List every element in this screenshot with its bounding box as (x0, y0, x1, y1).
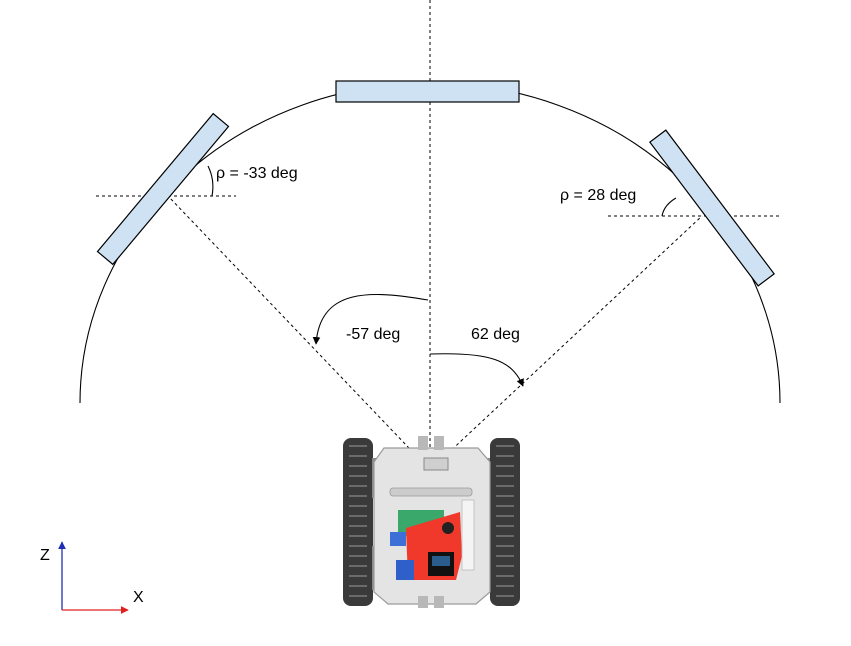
robot-illustration (343, 436, 520, 608)
rho-right-label: ρ = 28 deg (560, 187, 636, 204)
ray-to-right-panel (429, 215, 703, 471)
rho-left-arc (207, 165, 214, 197)
left-track (343, 438, 373, 606)
top-panel (335, 80, 520, 103)
right-panel (649, 129, 775, 287)
arrow-62 (429, 353, 524, 387)
rho-right-arc (661, 197, 677, 217)
x-axis-label: X (133, 589, 144, 606)
angle-right-label: 62 deg (471, 326, 520, 343)
left-panel (96, 112, 230, 266)
right-track (490, 438, 520, 606)
angle-left-label: -57 deg (346, 326, 400, 343)
z-axis-label: Z (40, 547, 50, 564)
rho-left-label: ρ = -33 deg (216, 165, 298, 182)
arrow-minus-57 (312, 293, 429, 345)
